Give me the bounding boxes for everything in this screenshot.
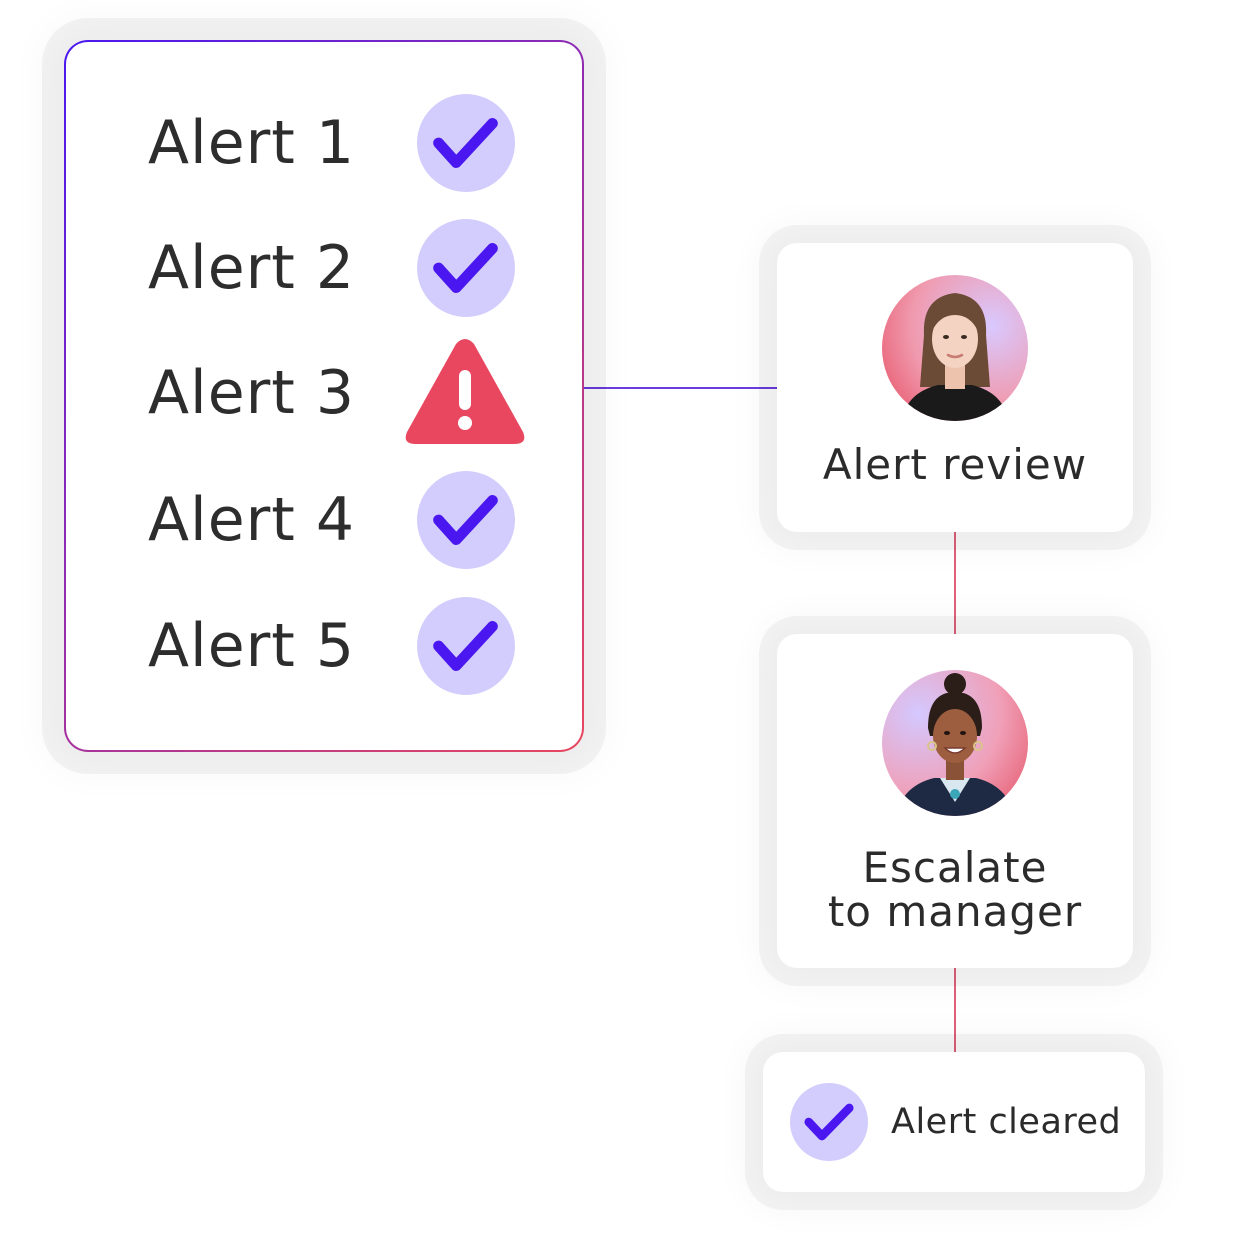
- alert-list-panel: Alert 1 Alert 2 Alert 3 Alert 4 Alert 5: [64, 40, 584, 752]
- check-icon: [790, 1083, 868, 1161]
- analyst-avatar: [882, 275, 1028, 421]
- card-title-line-2: to manager: [827, 887, 1083, 936]
- check-icon: [417, 597, 515, 695]
- alert-row-2[interactable]: Alert 2: [66, 213, 582, 323]
- escalate-card[interactable]: Escalate to manager: [777, 634, 1133, 968]
- alert-label: Alert 5: [148, 611, 356, 681]
- manager-avatar: [882, 670, 1028, 816]
- card-title-line-1: Escalate: [862, 843, 1048, 892]
- alert-cleared-card[interactable]: Alert cleared: [763, 1052, 1145, 1192]
- cleared-label: Alert cleared: [891, 1102, 1122, 1142]
- card-title: Alert review: [822, 440, 1088, 489]
- card-title: Escalate to manager: [777, 846, 1133, 934]
- alert-row-4[interactable]: Alert 4: [66, 465, 582, 575]
- alert-row-1[interactable]: Alert 1: [66, 88, 582, 198]
- alert-label: Alert 2: [148, 233, 356, 303]
- alert-label: Alert 4: [148, 485, 356, 555]
- check-icon: [417, 219, 515, 317]
- alert-row-3[interactable]: Alert 3: [66, 338, 582, 448]
- warning-icon: [405, 339, 525, 444]
- alert-label: Alert 1: [148, 108, 356, 178]
- alert-review-card[interactable]: Alert review: [777, 243, 1133, 532]
- alert-row-5[interactable]: Alert 5: [66, 591, 582, 701]
- check-icon: [417, 471, 515, 569]
- alert-label: Alert 3: [148, 358, 356, 428]
- check-icon: [417, 94, 515, 192]
